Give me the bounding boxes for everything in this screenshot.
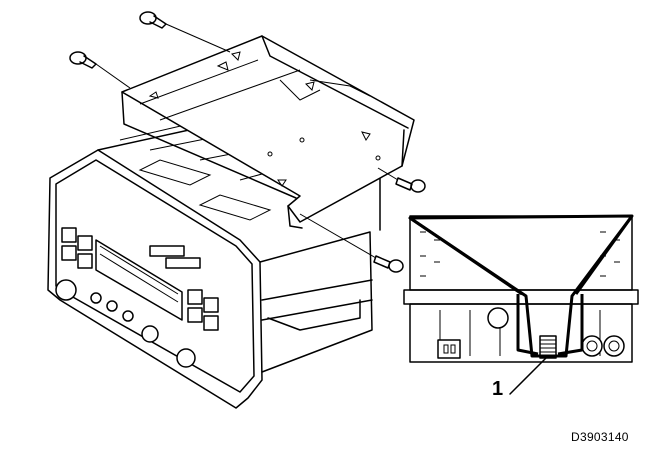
screw-right-bottom: [299, 213, 404, 273]
screw-left: [69, 51, 131, 89]
callout-number: 1: [492, 378, 504, 400]
screw-right-top: [377, 167, 426, 193]
rear-bracket-outline: [408, 214, 634, 358]
screw-top-left: [139, 11, 231, 53]
callout-leader-line: [509, 357, 547, 395]
document-id: D3903140: [571, 430, 629, 444]
mounting-bracket: [121, 35, 415, 229]
front-panel-controls: [55, 227, 219, 368]
